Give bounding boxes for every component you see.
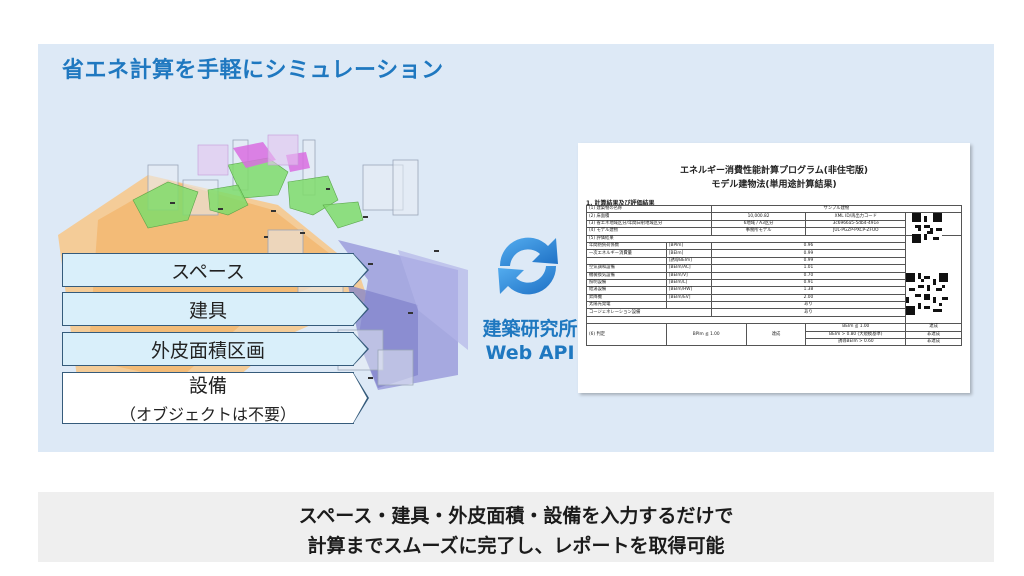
table-cell: BEIm > 0.80 (大規模基準) xyxy=(805,330,907,340)
table-cell: (1) 建築物の名称 xyxy=(586,204,712,214)
table-cell: 達成 xyxy=(905,323,962,332)
table-cell: 照明設備 xyxy=(586,278,667,288)
table-cell: BPIm ≦ 1.00 xyxy=(665,323,747,347)
table-cell: 0.70 xyxy=(710,271,907,280)
qr-code-small xyxy=(912,213,942,243)
table-cell: 機械換気設備 xyxy=(586,271,667,280)
api-provider-name: 建築研究所 xyxy=(482,318,578,340)
table-cell: 1.01 xyxy=(710,264,907,273)
space-label: スペース xyxy=(62,252,369,287)
table-cell xyxy=(665,301,712,310)
table-row: (1) 建築物の名称サンプル建物 xyxy=(586,204,963,214)
table-cell: 給湯設備 xyxy=(586,286,667,295)
fixture-label-text: 建具 xyxy=(188,299,227,322)
table-row xyxy=(585,315,962,325)
footer-line-2: 計算までスムーズに完了し、レポートを取得可能 xyxy=(307,535,725,557)
footer-line-1: スペース・建具・外皮面積・設備を入力するだけで xyxy=(298,505,734,527)
table-row: 空気調和設備[BEIm/AC]1.01 xyxy=(586,264,962,273)
table-cell: 達成 xyxy=(745,323,807,347)
envelope-label: 外皮面積区画 xyxy=(62,331,369,366)
table-cell: 2.00 xyxy=(710,293,907,303)
table-cell xyxy=(586,256,667,266)
equipment-note-text: （オブジェクトは不要） xyxy=(119,405,296,424)
footer-banner xyxy=(38,492,994,562)
table-cell: 3c6966a5-5db4-491e xyxy=(805,219,907,229)
table-cell: 0.99 xyxy=(710,256,907,266)
table-cell: JUL-PGZP-PXCP-ZFUO xyxy=(805,227,907,236)
table-cell: BEIm ≦ 1.00 xyxy=(805,323,907,332)
table-cell: 誘導BEIm > 0.60 xyxy=(805,338,907,347)
table-cell xyxy=(585,315,907,325)
calculation-report: エネルギー消費性能計算プログラム(非住宅版) モデル建物法(単用途計算結果) 1… xyxy=(578,143,970,393)
page-title: 省エネ計算を手軽にシミュレーション xyxy=(62,58,444,83)
api-label: Web API xyxy=(485,342,575,364)
table-cell: [BEIm/V] xyxy=(665,271,712,280)
table-cell: [BEIm/HW] xyxy=(665,286,712,295)
table-cell: あり xyxy=(710,308,907,317)
table-cell: [BPIm] xyxy=(665,241,712,251)
table-row: (5) 評価結果 xyxy=(585,234,962,325)
space-label-text: スペース xyxy=(171,260,245,283)
table-cell: [BEIm/L] xyxy=(665,278,712,288)
report-subtitle: モデル建物法(単用途計算結果) xyxy=(711,180,837,190)
table-cell: 10,000.82 xyxy=(710,212,807,221)
table-cell: 一次エネルギー消費量 xyxy=(586,249,667,258)
table-row: 年間熱負荷係数[BPIm]0.96 xyxy=(586,241,962,251)
table-cell: [BEIm/EV] xyxy=(665,293,712,303)
table-cell: 太陽光発電 xyxy=(586,301,667,310)
table-cell: サンプル建物 xyxy=(710,204,963,214)
table-cell: (4) モデル建物 xyxy=(586,227,712,236)
table-cell: 1.38 xyxy=(710,286,907,295)
table-cell: 0.96 xyxy=(710,241,907,251)
table-cell: 0.91 xyxy=(710,278,907,288)
envelope-label-text: 外皮面積区画 xyxy=(150,339,265,362)
table-cell: 事務所モデル xyxy=(710,227,807,236)
table-row: [誘導BEIm]0.99 xyxy=(586,256,962,266)
table-cell: (6) 判定 xyxy=(586,323,667,347)
table-cell: [BEIm/AC] xyxy=(665,264,712,273)
table-cell: あり xyxy=(710,301,907,310)
report-section-heading: 1. 計算結果及び評価結果 xyxy=(586,200,655,207)
table-cell: 空気調和設備 xyxy=(586,264,667,273)
table-cell: 非達成 xyxy=(905,338,962,347)
table-cell: 年間熱負荷係数 xyxy=(586,241,667,251)
table-cell: (5) 評価結果 xyxy=(585,234,907,243)
table-cell: [誘導BEIm] xyxy=(665,256,712,266)
table-cell: (2) 床面積 xyxy=(586,212,712,221)
table-cell: 昇降機 xyxy=(586,293,667,303)
sync-arrows-icon xyxy=(498,237,558,295)
qr-code-large xyxy=(906,273,948,315)
table-cell: 0.99 xyxy=(710,249,907,258)
table-cell: 6地域 / A3区分 xyxy=(710,219,807,229)
table-cell: コージェネレーション設備 xyxy=(586,308,712,317)
table-cell: XML ID/再出力コード xyxy=(805,212,907,221)
table-cell: 非達成 xyxy=(905,330,962,340)
equipment-label-text: 設備 xyxy=(188,375,227,397)
fixture-label: 建具 xyxy=(62,291,369,326)
table-row: 一次エネルギー消費量[BEIm]0.99 xyxy=(586,249,962,258)
equipment-label: 設備 （オブジェクトは不要） xyxy=(62,371,369,424)
table-cell: (3) 省エネ地域区分/年間日射地域区分 xyxy=(586,219,712,229)
report-title: エネルギー消費性能計算プログラム(非住宅版) xyxy=(680,166,868,176)
table-cell: [BEIm] xyxy=(665,249,712,258)
